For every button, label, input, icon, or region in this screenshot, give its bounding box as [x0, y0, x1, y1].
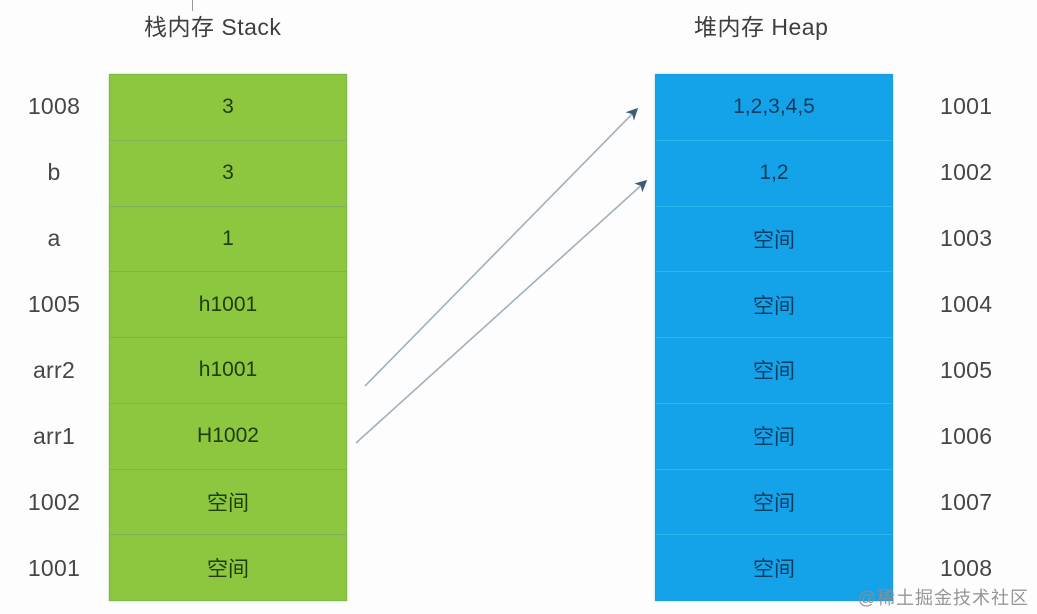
stack-address-label: 1002	[27, 488, 81, 515]
heap-cell: 1,2,3,4,5	[656, 75, 892, 141]
heap-cell: 空间	[656, 338, 892, 404]
stack-address-label: 1005	[27, 291, 81, 318]
heap-address-label: 1007	[940, 488, 993, 515]
heap-address-label: 1002	[940, 159, 993, 186]
stack-address-label: 1008	[27, 93, 81, 120]
arrow-arr2-to-heap-1001	[364, 107, 639, 387]
stack-cell: 1	[110, 206, 346, 273]
stack-cell: 3	[110, 140, 346, 207]
stack-cell: h1001	[110, 272, 346, 338]
heap-address-label: 1006	[940, 422, 993, 449]
heap-cell: 空间	[656, 272, 892, 338]
heap-memory-column: 1,2,3,4,5 1,2 空间 空间 空间 空间 空间 空间	[655, 74, 893, 601]
stack-address-label: a	[47, 225, 61, 252]
stack-cell: 空间	[110, 535, 346, 600]
stack-title-tick	[192, 0, 193, 11]
stack-cell: 3	[110, 75, 346, 141]
heap-cell: 空间	[656, 206, 892, 273]
heap-cell: 空间	[656, 469, 892, 536]
heap-cell: 空间	[656, 403, 892, 470]
stack-address-label: 1001	[27, 554, 81, 581]
stack-memory-column: 3 3 1 h1001 h1001 H1002 空间 空间	[109, 74, 347, 601]
heap-address-label: 1004	[940, 291, 993, 318]
stack-cell: H1002	[110, 403, 346, 470]
heap-cell: 空间	[656, 535, 892, 600]
heap-address-labels: 1001 1002 1003 1004 1005 1006 1007 1008	[930, 74, 1030, 601]
site-watermark: @稀土掘金技术社区	[857, 588, 1029, 608]
stack-title: 栈内存 Stack	[144, 14, 282, 40]
arrow-arr1-to-heap-1002	[355, 179, 648, 444]
stack-address-label: b	[47, 159, 61, 186]
heap-cell: 1,2	[656, 140, 892, 207]
heap-title: 堆内存 Heap	[694, 14, 829, 40]
stack-address-label: arr2	[32, 356, 76, 383]
stack-cell: h1001	[110, 338, 346, 404]
stack-address-labels: 1008 b a 1005 arr2 arr1 1002 1001	[4, 74, 104, 601]
heap-address-label: 1001	[940, 93, 993, 120]
heap-address-label: 1008	[940, 554, 993, 581]
heap-address-label: 1003	[940, 225, 993, 252]
stack-address-label: arr1	[32, 422, 76, 449]
heap-address-label: 1005	[940, 356, 993, 383]
stack-cell: 空间	[110, 469, 346, 536]
